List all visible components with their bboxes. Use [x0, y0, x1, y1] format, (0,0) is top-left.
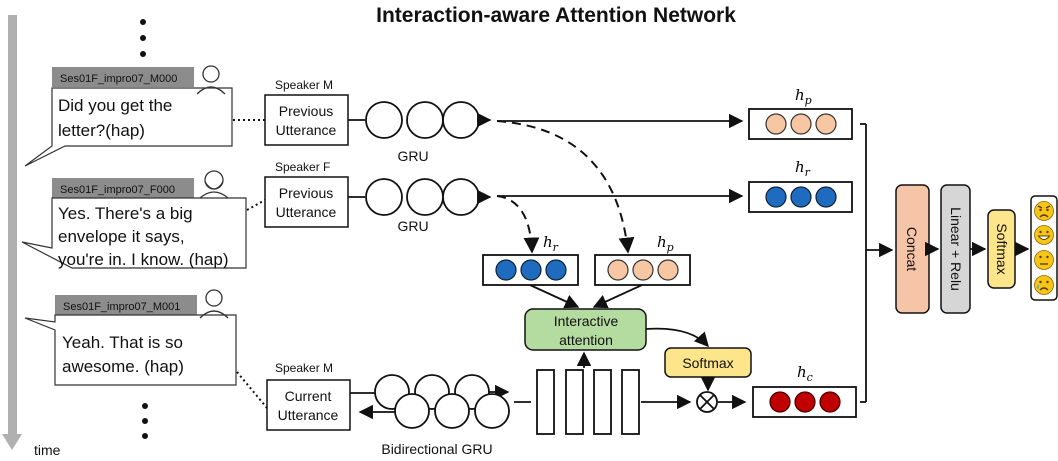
svg-text:Softmax: Softmax: [994, 223, 1010, 274]
emotion-panel: [1030, 195, 1058, 301]
time-label: time: [34, 442, 61, 458]
sad-face-icon: [1034, 275, 1054, 295]
hp-vector-output: [748, 108, 853, 140]
speaker-label: Speaker M: [275, 361, 333, 375]
person-icon-male: [196, 65, 226, 95]
gru-row-1: [348, 101, 492, 139]
bidirectional-gru: [350, 374, 510, 429]
utterance-text-line: Yeah. That is so: [62, 333, 183, 352]
gru-label: GRU: [397, 148, 428, 164]
svg-text:attention: attention: [559, 332, 613, 348]
arrow-attention-to-softmax: [645, 327, 709, 348]
utterance-tag: Ses01F_impro07_M001: [63, 301, 180, 313]
neutral-face-icon: [1034, 250, 1054, 270]
softmax-box: Softmax: [664, 347, 752, 378]
concat-box: Concat: [895, 184, 930, 314]
softmax-output-box: Softmax: [987, 209, 1016, 289]
svg-text:Utterance: Utterance: [276, 122, 337, 138]
interactive-attention-box: Interactive attention: [524, 308, 647, 351]
time-arrow: [2, 15, 22, 450]
svg-text:Utterance: Utterance: [278, 407, 339, 423]
diagram-title: Interaction-aware Attention Network: [376, 4, 736, 27]
hr-label: hr: [543, 233, 559, 254]
hp-vector-attention: [594, 254, 691, 286]
bigru-label: Bidirectional GRU: [381, 441, 492, 457]
ellipsis-top: [140, 19, 146, 57]
svg-text:Interactive: Interactive: [554, 313, 619, 329]
utterance-text-line: you're in. I know. (hap): [58, 250, 229, 269]
utterance-text-line: envelope it says,: [58, 227, 185, 246]
svg-text:Previous: Previous: [279, 103, 333, 119]
hc-label: hc: [797, 363, 813, 384]
utterance-tag: Ses01F_impro07_F000: [60, 184, 175, 196]
hr-vector-attention: [482, 254, 579, 286]
arrow-hr-to-attention: [529, 284, 580, 309]
dialog-turn-1: Ses01F_impro07_M000 Did you get the lett…: [24, 67, 233, 167]
svg-text:Linear + Relu: Linear + Relu: [948, 207, 964, 291]
svg-text:Current: Current: [285, 388, 332, 404]
speaker-label: Speaker M: [275, 78, 333, 92]
arrow-hp-to-attention: [592, 284, 643, 309]
person-icon-male: [199, 289, 229, 319]
previous-utterance-box-1: Previous Utterance: [264, 94, 349, 146]
ellipsis-bottom: [142, 403, 148, 439]
svg-text:Utterance: Utterance: [276, 204, 337, 220]
utterance-text-line: letter?(hap): [58, 121, 145, 140]
angry-face-icon: [1034, 201, 1054, 221]
svg-text:Previous: Previous: [279, 185, 333, 201]
hidden-state-columns: [536, 369, 640, 435]
dotted-connectors: [233, 119, 268, 409]
utterance-text-line: Did you get the: [58, 96, 172, 115]
linear-relu-box: Linear + Relu: [940, 184, 971, 314]
dialog-turn-3: Ses01F_impro07_M001 Yeah. That is so awe…: [24, 295, 237, 386]
grinning-face-icon: [1034, 225, 1054, 245]
speaker-label: Speaker F: [275, 160, 330, 174]
hr-vector-output: [748, 181, 853, 213]
gru-row-2: [348, 178, 492, 216]
hp-label: hp: [795, 86, 812, 107]
dialog-turn-2: Ses01F_impro07_F000 Yes. There's a big e…: [21, 178, 247, 269]
dashed-arrow-hp: [496, 120, 635, 254]
svg-text:Softmax: Softmax: [682, 355, 733, 371]
dashed-arrow-hr: [496, 195, 540, 254]
utterance-tag: Ses01F_impro07_M000: [60, 73, 177, 85]
hr-label: hr: [795, 158, 811, 179]
previous-utterance-box-2: Previous Utterance: [264, 176, 349, 228]
hc-vector-output: [752, 386, 857, 418]
multiply-icon: [696, 391, 718, 413]
person-icon-female: [199, 170, 229, 199]
svg-text:Concat: Concat: [904, 227, 920, 271]
hp-label: hp: [657, 233, 674, 254]
current-utterance-box: Current Utterance: [266, 379, 351, 431]
utterance-text-line: Yes. There's a big: [58, 204, 193, 223]
utterance-text-line: awesome. (hap): [62, 357, 184, 376]
merge-bracket: [860, 123, 894, 403]
gru-label: GRU: [397, 218, 428, 234]
